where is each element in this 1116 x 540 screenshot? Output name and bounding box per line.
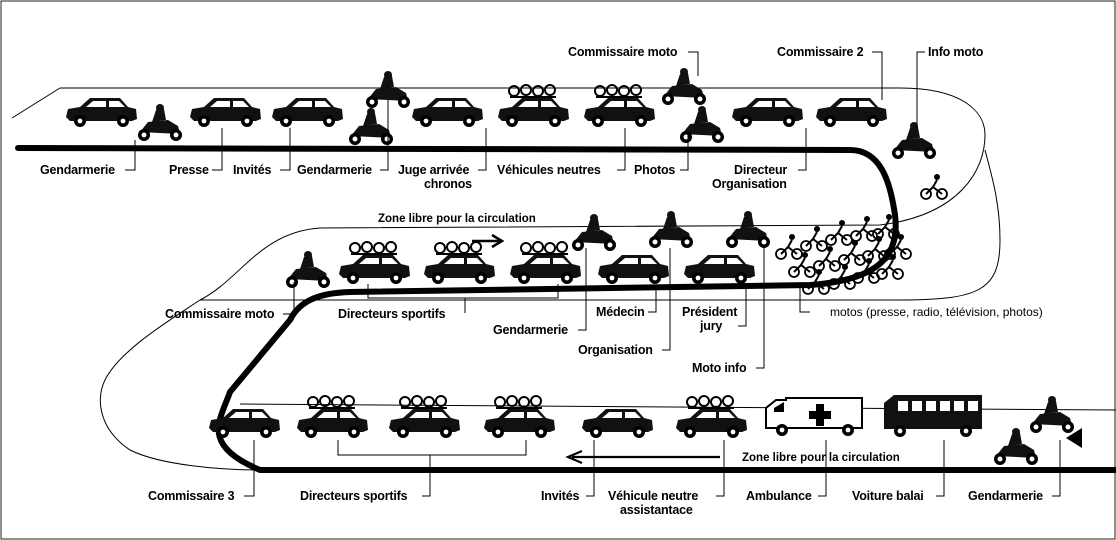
bottom-zone-libre: Zone libre pour la circulation [565,449,900,465]
label-moto-info: Moto info [692,361,747,375]
car-icon [510,242,581,284]
car-icon [598,255,669,284]
bottom-labels: Commissaire 3 Directeurs sportifs Invité… [148,440,1061,517]
motorbike-icon [138,104,182,141]
bicycle-icon [825,219,853,246]
label-assistantace: assistantace [620,503,693,517]
label-presse: Presse [169,163,209,177]
motorbike-icon [349,108,393,145]
label-commissaire-moto-top: Commissaire moto [568,45,678,59]
motorbike-icon [680,106,724,143]
label-directeurs-sportifs-bottom: Directeurs sportifs [300,489,408,503]
road-top [15,145,898,218]
car-icon [582,409,653,438]
label-ambulance: Ambulance [746,489,812,503]
car-icon [684,255,755,284]
car-icon [498,85,569,127]
label-president: Président [682,305,738,319]
car-icon [389,396,460,438]
label-info-moto: Info moto [928,45,984,59]
motorbike-icon [892,122,936,159]
car-icon [339,242,410,284]
bicycle-icon [800,225,828,252]
label-gendarmerie-mid: Gendarmerie [493,323,568,337]
label-commissaire-2: Commissaire 2 [777,45,864,59]
label-organisation-top: Organisation [712,177,787,191]
car-icon [272,98,343,127]
motorbike-icon [286,251,330,288]
car-icon [412,98,483,127]
motorbike-icon [662,68,706,105]
car-icon [297,396,368,438]
bracket [337,440,527,456]
van-icon [884,395,982,437]
car-icon [676,396,747,438]
label-vehicules-neutres: Véhicules neutres [497,163,601,177]
car-icon [484,396,555,438]
motorbike-icon [726,211,770,248]
motorbike-icon [1030,396,1074,433]
label-juge-arrivee: Juge arrivée [398,163,470,177]
label-invites-bottom: Invités [541,489,579,503]
label-commissaire-moto-mid: Commissaire moto [165,307,275,321]
label-photos: Photos [634,163,675,177]
label-directeur: Directeur [734,163,787,177]
bicycle-icon [775,233,803,260]
leader-line [125,140,136,171]
label-jury: jury [699,319,722,333]
middle-zone-libre: Zone libre pour la circulation [378,213,536,249]
bracket [367,284,559,299]
label-zone-libre-middle: Zone libre pour la circulation [378,213,536,225]
car-icon [584,85,655,127]
car-icon [66,98,137,127]
label-voiture-balai: Voiture balai [852,489,924,503]
label-directeurs-sportifs-mid: Directeurs sportifs [338,307,446,321]
car-icon [424,242,495,284]
label-commissaire-3: Commissaire 3 [148,489,235,503]
label-gendarmerie: Gendarmerie [40,163,115,177]
label-organisation-mid: Organisation [578,343,653,357]
label-gendarmerie-2: Gendarmerie [297,163,372,177]
middle-labels: Commissaire moto Directeurs sportifs Gen… [165,248,1043,375]
arrow-icon [565,449,720,465]
motorbike-icon [572,214,616,251]
bottom-row-vehicles [209,395,1082,465]
motorbike-icon [649,211,693,248]
car-icon [732,98,803,127]
label-invites: Invités [233,163,271,177]
arrow-icon [472,233,505,249]
label-vehicule-neutre: Véhicule neutre [608,489,698,503]
label-motos: motos (presse, radio, télévision, photos… [830,305,1043,319]
label-gendarmerie-bottom: Gendarmerie [968,489,1043,503]
arrow-icon [1066,428,1082,448]
car-icon [190,98,261,127]
bicycle-icon [920,173,948,200]
motorbike-icon [994,428,1038,465]
ambulance-icon [765,397,863,436]
label-medecin: Médecin [596,305,645,319]
label-chronos: chronos [424,177,472,191]
label-zone-libre-bottom: Zone libre pour la circulation [742,452,900,464]
car-icon [816,98,887,127]
top-labels: Gendarmerie Presse Invités Gendarmerie J… [40,45,984,191]
